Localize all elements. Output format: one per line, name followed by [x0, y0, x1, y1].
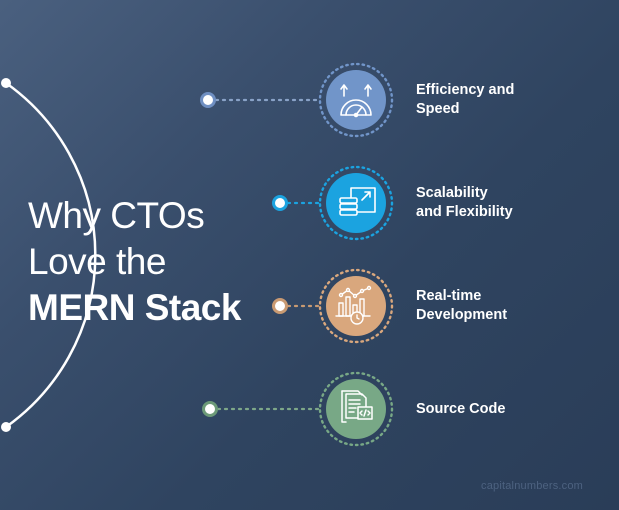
- title-line-1: Why CTOs: [28, 195, 205, 236]
- scale-database-icon: [339, 187, 376, 216]
- arc-node-1: [200, 92, 216, 108]
- feature-badge-efficiency: [318, 62, 394, 138]
- feature-label-scalability: Scalability and Flexibility: [416, 185, 513, 220]
- arc-endpoint-top: [1, 78, 11, 88]
- watermark: capitalnumbers.com: [481, 480, 584, 492]
- arc-node-3: [272, 298, 288, 314]
- feature-badge-realtime: [318, 268, 394, 344]
- title-line-3: MERN Stack: [28, 287, 241, 328]
- main-arc: [5, 81, 97, 429]
- page-title: Why CTOs Love the MERN Stack: [28, 193, 241, 331]
- speedometer-icon: [340, 84, 372, 118]
- feature-label-realtime: Real-time Development: [416, 288, 508, 323]
- arc-node-2: [272, 195, 288, 211]
- feature-label-source-code: Source Code: [416, 401, 506, 417]
- bar-chart-clock-icon: [335, 285, 372, 325]
- arc-node-4: [202, 401, 218, 417]
- feature-label-efficiency: Efficiency and Speed: [416, 82, 515, 117]
- arc-endpoint-bottom: [1, 422, 11, 432]
- title-line-2: Love the: [28, 241, 166, 282]
- feature-badge-scalability: [318, 165, 394, 241]
- code-document-icon: [341, 390, 373, 423]
- feature-badge-source-code: [318, 371, 394, 447]
